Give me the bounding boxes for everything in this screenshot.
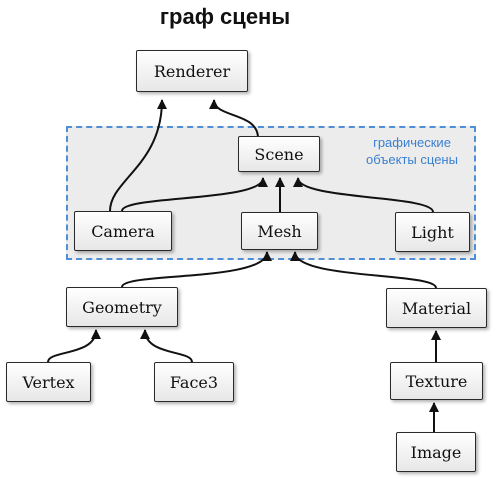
group-label-line-2: объекты сцены [366, 152, 458, 167]
diagram-title: граф сцены [159, 4, 291, 29]
edge-light-scene [293, 177, 434, 213]
node-face3: Face3 [154, 362, 234, 402]
node-texture: Texture [390, 362, 483, 400]
group-label: графические объекты сцены [342, 134, 482, 168]
node-camera: Camera [74, 211, 172, 251]
node-material: Material [386, 288, 487, 328]
node-light: Light [395, 212, 470, 252]
node-scene: Scene [238, 136, 320, 172]
group-label-line-1: графические [373, 135, 451, 150]
edge-camera-renderer [109, 99, 167, 212]
node-renderer: Renderer [136, 50, 248, 92]
edge-camera-scene [121, 177, 268, 212]
node-vertex: Vertex [6, 362, 91, 402]
node-geometry: Geometry [66, 287, 178, 327]
node-image: Image [396, 432, 476, 472]
edge-scene-renderer [209, 99, 259, 139]
edge-material-mesh [290, 251, 437, 289]
edge-vertex-geometry [47, 329, 101, 363]
node-mesh: Mesh [241, 212, 318, 250]
edge-geometry-mesh [121, 251, 272, 288]
edge-face3-geometry [140, 329, 193, 363]
